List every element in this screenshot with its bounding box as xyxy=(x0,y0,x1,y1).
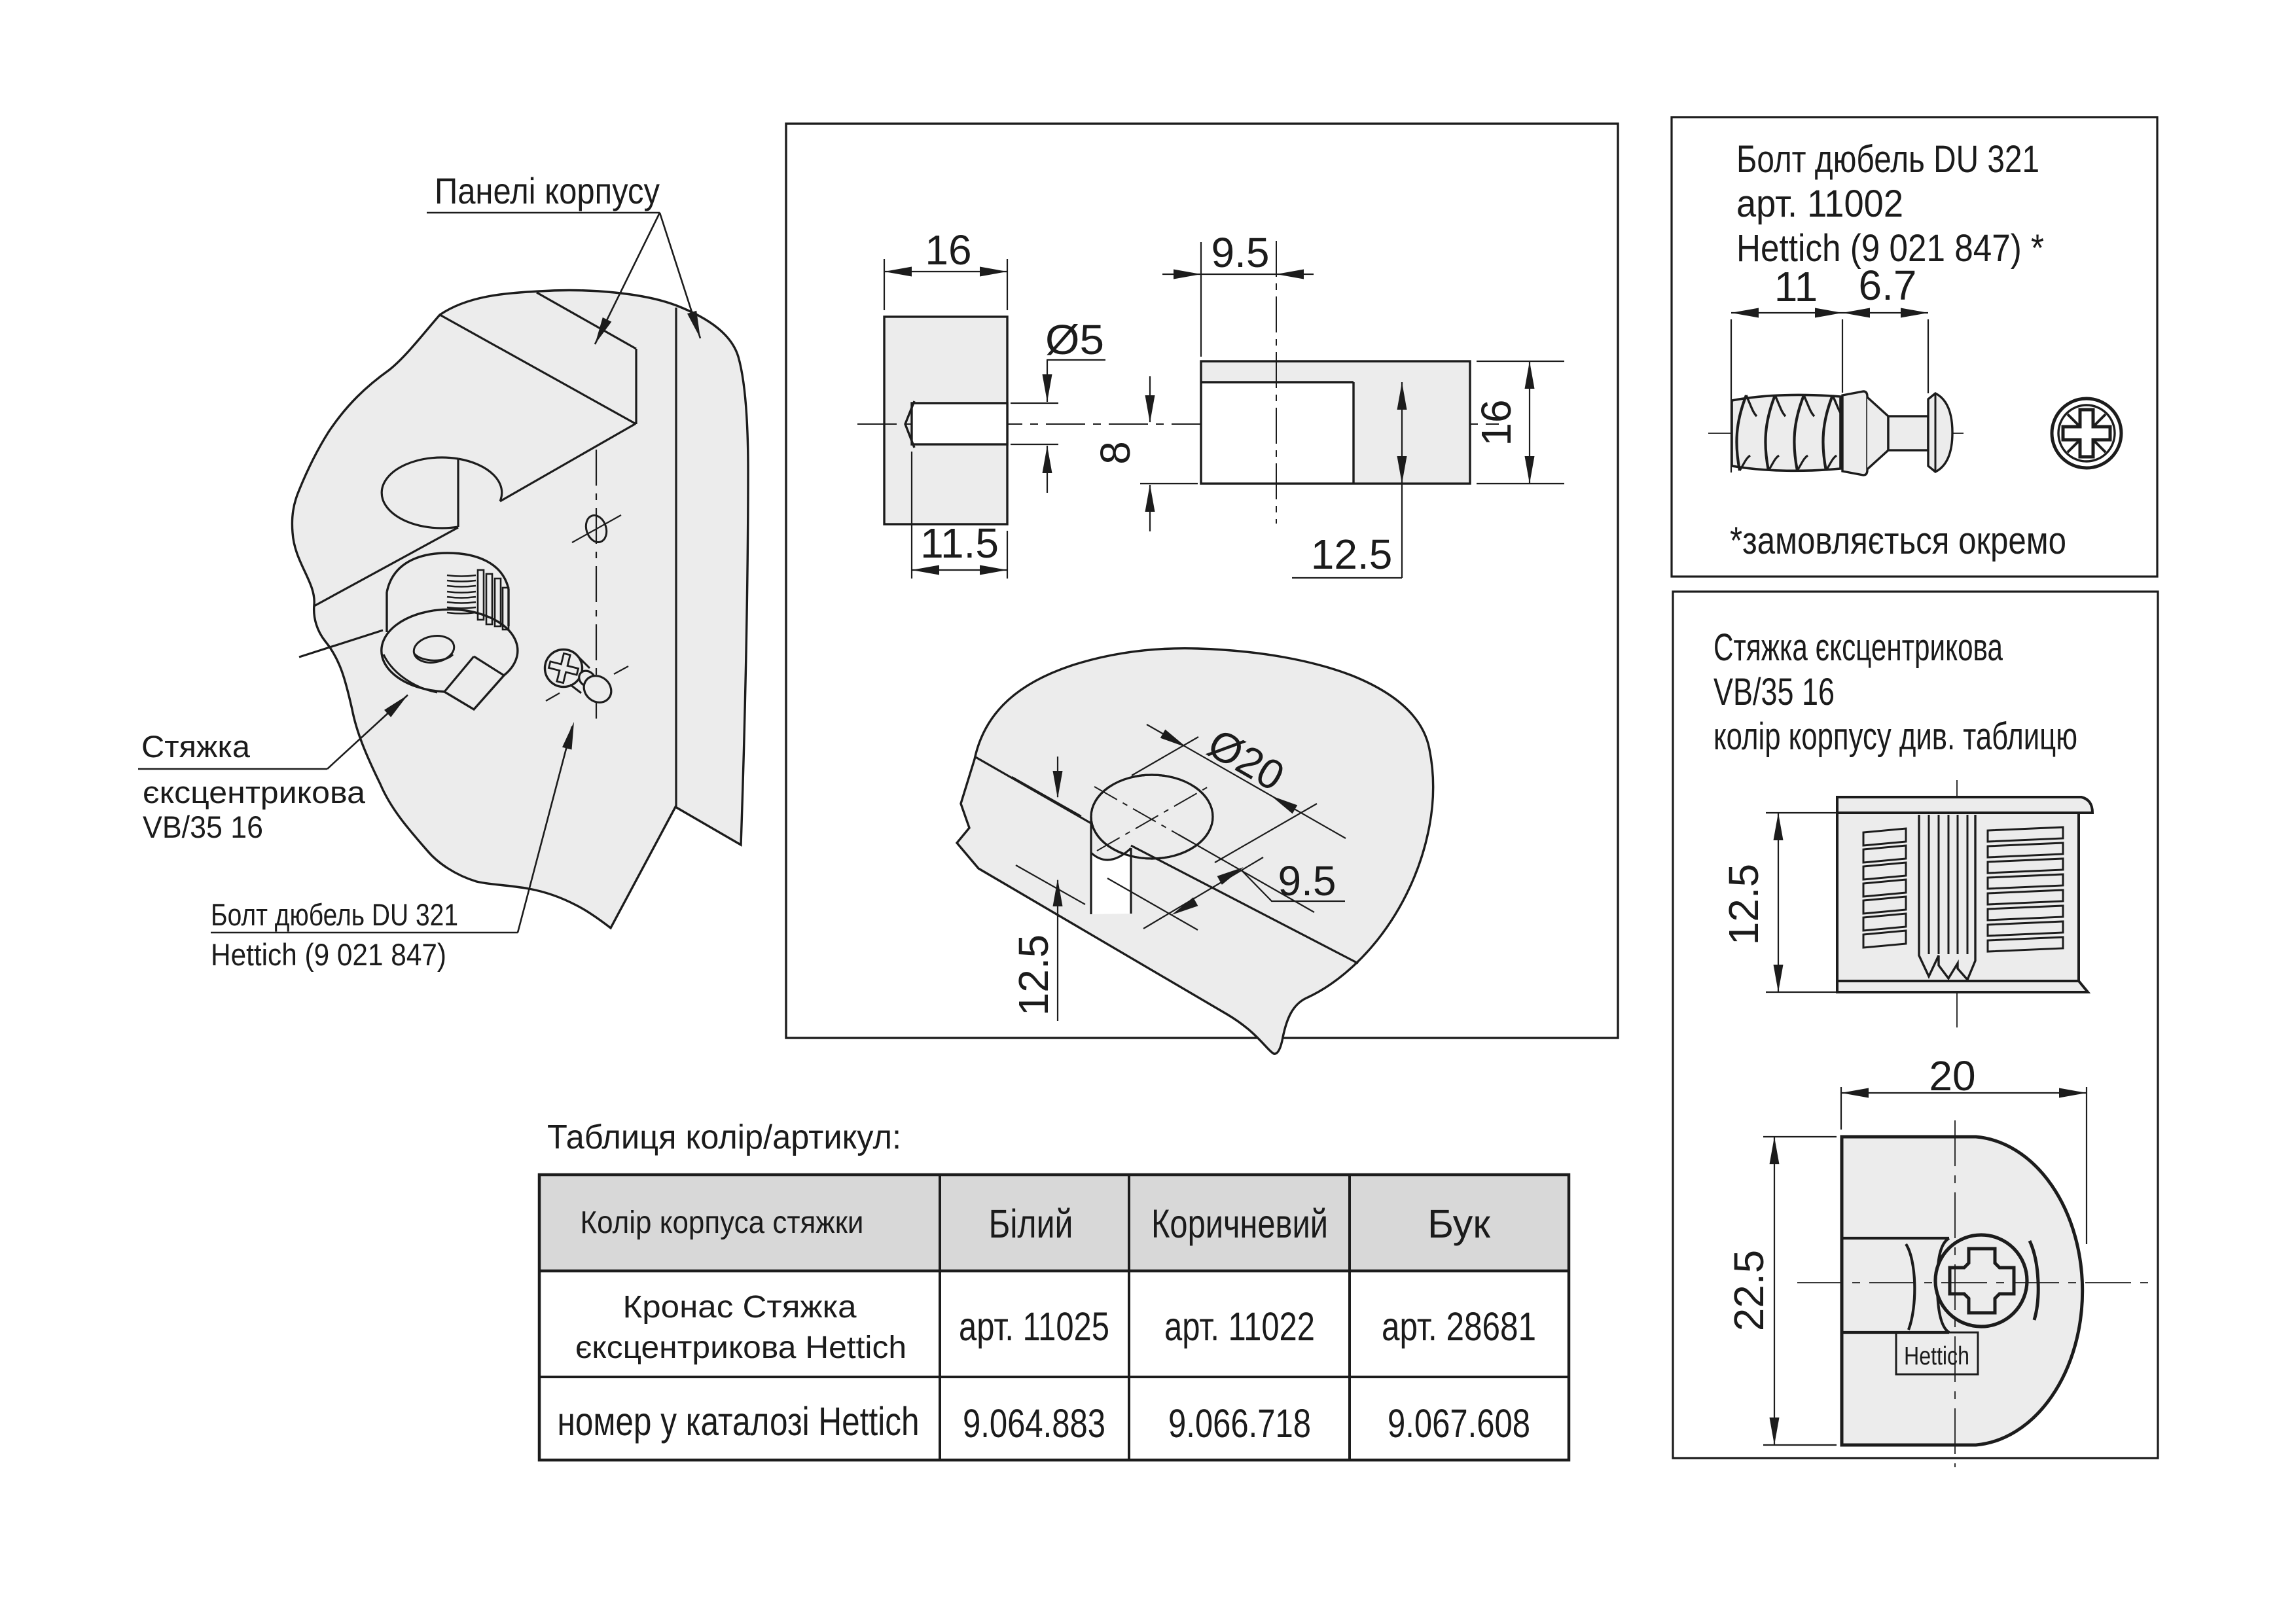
svg-text:VB/35 16: VB/35 16 xyxy=(143,810,263,844)
svg-text:Кронас Стяжка: Кронас Стяжка xyxy=(623,1290,857,1325)
svg-text:Hettich (9 021 847) *: Hettich (9 021 847) * xyxy=(1736,227,2044,270)
svg-text:12.5: 12.5 xyxy=(1720,864,1767,946)
svg-text:арт. 11002: арт. 11002 xyxy=(1736,183,1903,225)
svg-text:Коричневий: Коричневий xyxy=(1151,1202,1328,1246)
svg-text:9.064.883: 9.064.883 xyxy=(963,1401,1105,1446)
svg-text:12.5: 12.5 xyxy=(1010,935,1057,1016)
svg-text:*замовляється окремо: *замовляється окремо xyxy=(1730,520,2066,562)
svg-text:Таблиця колір/артикул:: Таблиця колір/артикул: xyxy=(547,1118,901,1156)
svg-text:Болт дюбель DU 321: Болт дюбель DU 321 xyxy=(211,897,458,932)
svg-text:22.5: 22.5 xyxy=(1725,1250,1772,1332)
svg-text:Стяжка: Стяжка xyxy=(141,729,251,764)
svg-text:20: 20 xyxy=(1929,1052,1975,1099)
svg-text:Стяжка єксцентрикова: Стяжка єксцентрикова xyxy=(1713,626,2003,669)
svg-text:6.7: 6.7 xyxy=(1859,262,1917,309)
svg-text:11: 11 xyxy=(1774,263,1818,310)
svg-text:12.5: 12.5 xyxy=(1311,531,1393,578)
svg-text:16: 16 xyxy=(1473,399,1520,446)
svg-text:єксцентрикова: єксцентрикова xyxy=(143,775,366,810)
svg-text:Hettich (9 021 847): Hettich (9 021 847) xyxy=(211,937,446,972)
svg-text:Бук: Бук xyxy=(1427,1202,1490,1246)
svg-text:VB/35 16: VB/35 16 xyxy=(1713,671,1835,713)
svg-text:арт. 28681: арт. 28681 xyxy=(1382,1304,1536,1349)
svg-text:арт. 11025: арт. 11025 xyxy=(959,1304,1109,1349)
svg-text:Колір корпуса стяжки: Колір корпуса стяжки xyxy=(581,1205,864,1240)
svg-text:колір корпусу див. таблицю: колір корпусу див. таблицю xyxy=(1713,715,2077,758)
svg-text:8: 8 xyxy=(1092,441,1139,465)
svg-text:Білий: Білий xyxy=(989,1202,1073,1246)
svg-text:11.5: 11.5 xyxy=(920,520,999,567)
svg-text:арт. 11022: арт. 11022 xyxy=(1164,1304,1315,1349)
svg-text:єксцентрикова Hettich: єксцентрикова Hettich xyxy=(575,1330,906,1365)
svg-text:Панелі корпусу: Панелі корпусу xyxy=(435,170,660,211)
svg-text:номер у каталозі Hettich: номер у каталозі Hettich xyxy=(558,1399,920,1444)
svg-text:9.5: 9.5 xyxy=(1211,229,1270,276)
svg-text:Ø5: Ø5 xyxy=(1045,316,1104,363)
svg-text:Hettich: Hettich xyxy=(1904,1342,1969,1370)
svg-text:9.5: 9.5 xyxy=(1278,857,1336,904)
svg-text:Болт дюбель DU 321: Болт дюбель DU 321 xyxy=(1736,138,2039,181)
svg-text:9.067.608: 9.067.608 xyxy=(1388,1401,1530,1446)
svg-text:16: 16 xyxy=(925,226,971,274)
svg-text:9.066.718: 9.066.718 xyxy=(1168,1401,1311,1446)
